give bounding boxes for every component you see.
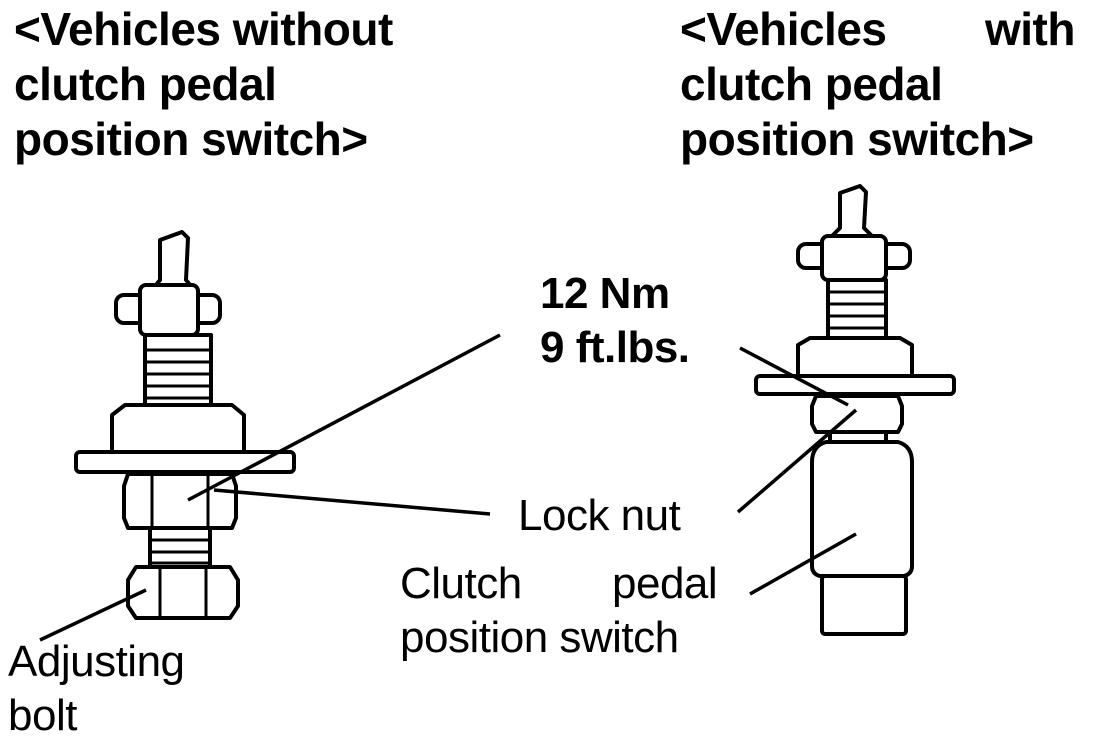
right-switch-connector	[820, 574, 908, 636]
right-lock-nut	[810, 394, 904, 434]
right-heading: <Vehicles with clutch pedal position swi…	[680, 3, 1075, 165]
adjusting-bolt-line-2: bolt	[8, 691, 77, 740]
switch-label-line-2: position switch	[400, 613, 679, 662]
right-heading-line-1b: with	[984, 3, 1075, 55]
left-heading-line-3: position switch>	[14, 113, 368, 165]
left-heading-line-1: <Vehicles without	[14, 3, 393, 55]
lock-nut-leader-left	[213, 488, 491, 516]
switch-label-line-1b: pedal	[612, 559, 717, 608]
right-upper-thread-lines	[830, 290, 884, 330]
left-heading: <Vehicles without clutch pedal position …	[14, 3, 393, 165]
right-switch-housing	[810, 440, 914, 578]
right-assembly	[754, 184, 956, 636]
right-cap-center	[820, 234, 888, 282]
torque-label: 12 Nm 9 ft.lbs.	[540, 269, 690, 372]
right-heading-line-3: position switch>	[680, 113, 1034, 165]
torque-metric: 12 Nm	[540, 269, 670, 318]
torque-imperial: 9 ft.lbs.	[540, 323, 690, 372]
torque-leader-left	[187, 333, 501, 502]
right-bracket-plate	[754, 374, 956, 396]
left-upper-thread-lines	[147, 348, 209, 400]
right-heading-line-1a: <Vehicles	[680, 3, 887, 55]
adjusting-bolt-leader	[39, 588, 147, 642]
right-heading-line-2: clutch pedal	[680, 58, 942, 110]
adjusting-bolt-label: Adjusting bolt	[8, 637, 185, 740]
switch-label-line-1a: Clutch	[400, 559, 522, 608]
torque-leader-right	[739, 346, 849, 407]
left-adjusting-bolt-head	[126, 565, 240, 620]
switch-leader	[749, 532, 857, 596]
left-assembly	[74, 230, 296, 620]
right-switch-body-top	[796, 336, 914, 380]
adjusting-bolt-line-1: Adjusting	[8, 637, 185, 686]
right-upper-thread	[826, 278, 888, 342]
leader-lines	[39, 333, 858, 642]
left-cap-center	[138, 283, 200, 337]
left-switch-body	[110, 403, 246, 457]
left-heading-line-2: clutch pedal	[14, 58, 276, 110]
lock-nut-label: Lock nut	[518, 491, 681, 540]
lock-nut-leader-right	[736, 408, 858, 514]
switch-label: Clutch pedal position switch	[400, 559, 718, 662]
